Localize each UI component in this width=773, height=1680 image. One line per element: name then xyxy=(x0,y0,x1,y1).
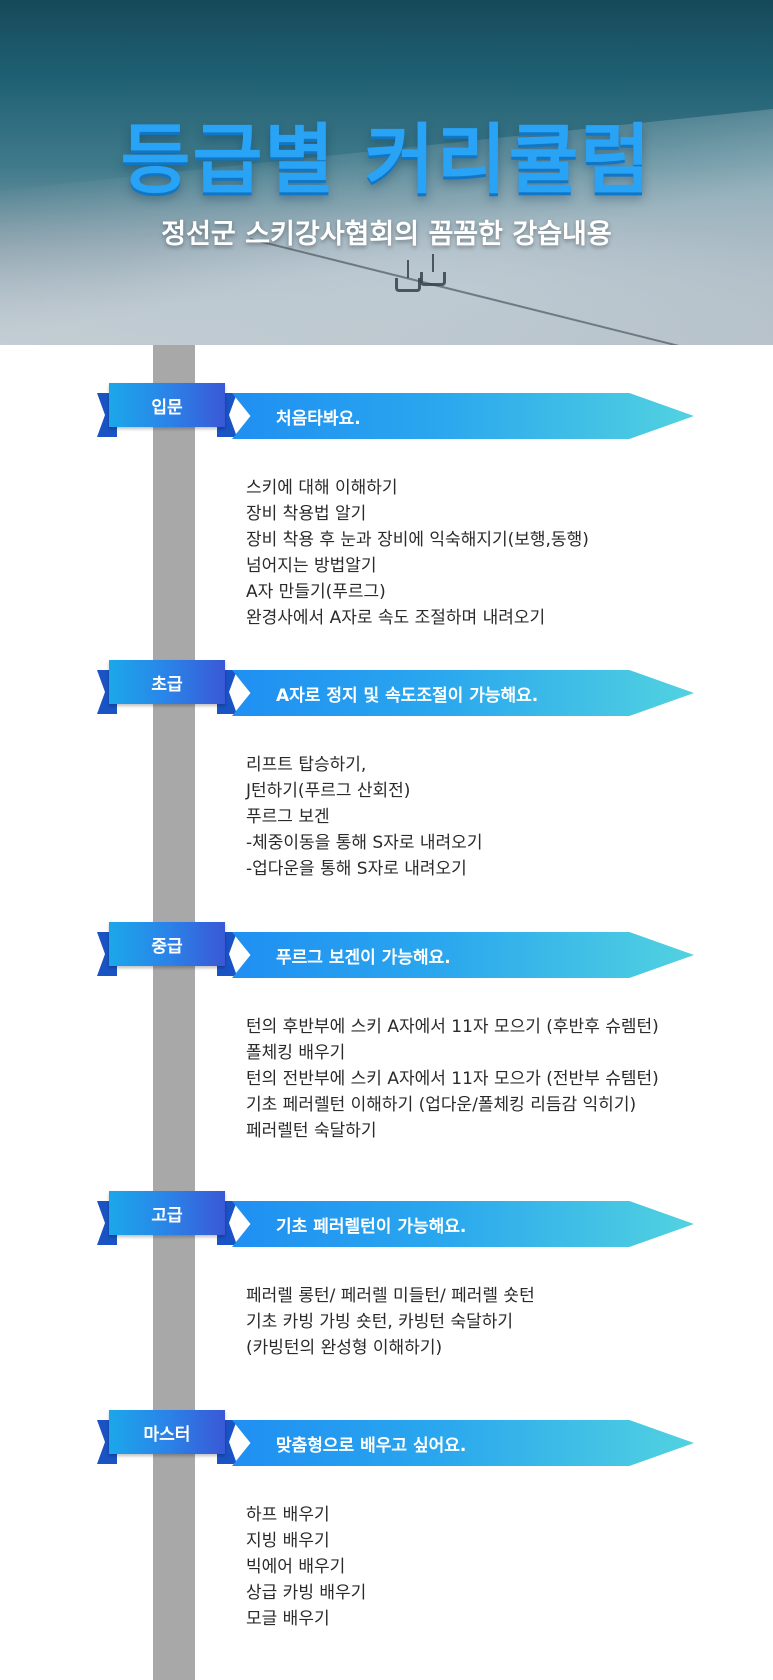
level-goal: A자로 정지 및 속도조절이 가능해요. xyxy=(276,685,539,706)
list-item: 페러렐 롱턴/ 페러렐 미들턴/ 페러렐 숏턴 xyxy=(246,1286,535,1306)
level-ribbon: 마스터 xyxy=(97,1410,237,1464)
level-goal: 푸르그 보겐이 가능해요. xyxy=(276,947,451,968)
list-item: 빅에어 배우기 xyxy=(246,1557,346,1577)
list-item: A자 만들기(푸르그) xyxy=(246,582,386,602)
curriculum-list: 리프트 탑승하기, J턴하기(푸르그 산회전) 푸르그 보겐 -체중이동을 통해… xyxy=(246,752,482,882)
curriculum-list: 스키에 대해 이해하기 장비 착용법 알기 장비 착용 후 눈과 장비에 익숙해… xyxy=(246,475,589,631)
level-ribbon: 입문 xyxy=(97,383,237,437)
curriculum-list: 턴의 후반부에 스키 A자에서 11자 모으기 (후반후 슈렘턴) 폴체킹 배우… xyxy=(246,1014,659,1144)
list-item: 넘어지는 방법알기 xyxy=(246,556,377,576)
ski-lift-chair-icon xyxy=(420,254,446,286)
list-item: 턴의 후반부에 스키 A자에서 11자 모으기 (후반후 슈렘턴) xyxy=(246,1017,659,1037)
list-item: 모글 배우기 xyxy=(246,1609,330,1629)
list-item: -업다운을 통해 S자로 내려오기 xyxy=(246,859,467,879)
level-name: 입문 xyxy=(109,383,225,427)
list-item: 기초 카빙 가빙 숏턴, 카빙턴 숙달하기 xyxy=(246,1312,514,1332)
level-goal: 처음타봐요. xyxy=(276,408,361,429)
level-ribbon: 초급 xyxy=(97,660,237,714)
list-item: 상급 카빙 배우기 xyxy=(246,1583,367,1603)
level-goal-banner: 기초 페러렐턴이 가능해요. xyxy=(232,1201,694,1247)
timeline-bar xyxy=(153,345,195,1680)
list-item: 스키에 대해 이해하기 xyxy=(246,478,398,498)
list-item: 페러렐턴 숙달하기 xyxy=(246,1121,377,1141)
list-item: -체중이동을 통해 S자로 내려오기 xyxy=(246,833,483,853)
list-item: 완경사에서 A자로 속도 조절하며 내려오기 xyxy=(246,608,546,628)
level-name: 마스터 xyxy=(109,1410,225,1454)
list-item: 기초 페러렐턴 이해하기 (업다운/폴체킹 리듬감 익히기) xyxy=(246,1095,637,1115)
list-item: 하프 배우기 xyxy=(246,1505,330,1525)
level-goal: 맞춤형으로 배우고 싶어요. xyxy=(276,1435,467,1456)
list-item: 지빙 배우기 xyxy=(246,1531,330,1551)
level-name: 고급 xyxy=(109,1191,225,1235)
list-item: 리프트 탑승하기, xyxy=(246,755,367,775)
level-goal-banner: 처음타봐요. xyxy=(232,393,694,439)
level-ribbon: 고급 xyxy=(97,1191,237,1245)
level-goal: 기초 페러렐턴이 가능해요. xyxy=(276,1216,467,1237)
curriculum-list: 하프 배우기 지빙 배우기 빅에어 배우기 상급 카빙 배우기 모글 배우기 xyxy=(246,1502,366,1632)
level-goal-banner: 푸르그 보겐이 가능해요. xyxy=(232,932,694,978)
hero-banner: 등급별 커리큘럼 정선군 스키강사협회의 꼼꼼한 강습내용 xyxy=(0,0,773,345)
level-name: 초급 xyxy=(109,660,225,704)
level-name: 중급 xyxy=(109,922,225,966)
level-ribbon: 중급 xyxy=(97,922,237,976)
level-goal-banner: A자로 정지 및 속도조절이 가능해요. xyxy=(232,670,694,716)
list-item: 장비 착용법 알기 xyxy=(246,504,367,524)
page-subtitle: 정선군 스키강사협회의 꼼꼼한 강습내용 xyxy=(161,219,612,250)
list-item: 폴체킹 배우기 xyxy=(246,1043,346,1063)
curriculum-list: 페러렐 롱턴/ 페러렐 미들턴/ 페러렐 숏턴 기초 카빙 가빙 숏턴, 카빙턴… xyxy=(246,1283,535,1361)
list-item: 장비 착용 후 눈과 장비에 익숙해지기(보행,동행) xyxy=(246,530,589,550)
level-goal-banner: 맞춤형으로 배우고 싶어요. xyxy=(232,1420,694,1466)
page-title: 등급별 커리큘럼 xyxy=(120,115,653,204)
list-item: 푸르그 보겐 xyxy=(246,807,330,827)
list-item: (카빙턴의 완성형 이해하기) xyxy=(246,1338,443,1358)
ski-lift-chair-icon xyxy=(395,260,421,292)
list-item: 턴의 전반부에 스키 A자에서 11자 모으가 (전반부 슈템턴) xyxy=(246,1069,659,1089)
list-item: J턴하기(푸르그 산회전) xyxy=(246,781,411,801)
